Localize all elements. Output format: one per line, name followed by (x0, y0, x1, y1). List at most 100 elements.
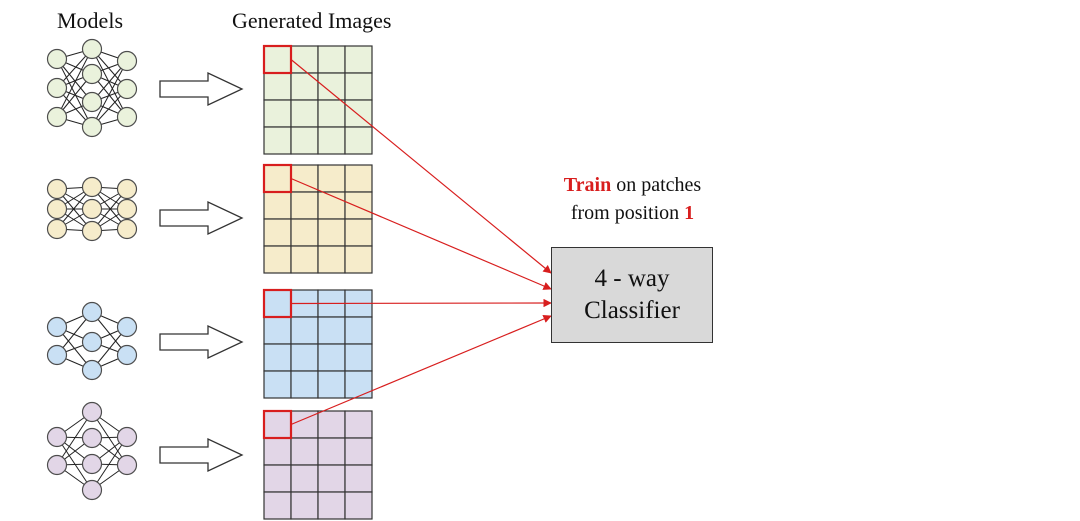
image-patch (263, 491, 292, 520)
model-network-1 (46, 38, 138, 138)
block-arrow-1 (159, 71, 244, 107)
network-node (46, 106, 68, 128)
network-node (46, 198, 68, 220)
network-node (46, 218, 68, 240)
image-patch (290, 99, 319, 128)
image-patch (344, 316, 373, 345)
caption-line-2: from position 1 (530, 200, 735, 226)
generated-image-grid-2 (262, 163, 373, 274)
image-patch (344, 343, 373, 372)
block-arrow-4 (159, 437, 244, 473)
model-network-2 (46, 176, 138, 242)
network-node (81, 401, 103, 423)
image-patch (263, 464, 292, 493)
models-title: Models (57, 8, 123, 33)
image-patch (263, 45, 292, 74)
network-node (81, 198, 103, 220)
image-patch (263, 316, 292, 345)
network-edge (56, 411, 93, 466)
image-patch (344, 191, 373, 220)
network-node (81, 453, 103, 475)
train-word: Train (563, 174, 612, 196)
image-patch (317, 218, 346, 247)
image-patch (344, 164, 373, 193)
image-patch (317, 316, 346, 345)
network-node (116, 78, 138, 100)
image-patch (263, 164, 292, 193)
image-patch (317, 45, 346, 74)
row-2 (46, 163, 373, 274)
network-node (81, 479, 103, 501)
image-patch (344, 45, 373, 74)
image-patch (290, 72, 319, 101)
network-node (46, 77, 68, 99)
model-network-4 (46, 401, 138, 501)
image-patch (344, 370, 373, 399)
image-patch (317, 99, 346, 128)
block-arrow-3 (159, 324, 244, 360)
row-3 (46, 288, 373, 399)
network-node (81, 91, 103, 113)
generated-image-grid-1 (262, 44, 373, 155)
network-edge (91, 436, 128, 491)
image-patch (344, 491, 373, 520)
image-patch (290, 245, 319, 274)
image-patch (317, 126, 346, 155)
network-node (46, 178, 68, 200)
image-patch (317, 191, 346, 220)
row-1 (46, 38, 373, 155)
network-edge (91, 48, 128, 118)
image-patch (344, 245, 373, 274)
image-patch (290, 191, 319, 220)
image-patch (263, 343, 292, 372)
network-node (116, 218, 138, 240)
image-patch (290, 343, 319, 372)
network-node (46, 344, 68, 366)
model-network-3 (46, 301, 138, 381)
network-node (46, 426, 68, 448)
network-edge (56, 58, 93, 128)
network-node (116, 106, 138, 128)
network-node (116, 426, 138, 448)
image-patch (317, 370, 346, 399)
image-patch (263, 218, 292, 247)
network-node (81, 63, 103, 85)
image-patch (290, 437, 319, 466)
image-patch (317, 245, 346, 274)
image-patch (317, 437, 346, 466)
network-node (116, 344, 138, 366)
image-patch (290, 45, 319, 74)
image-patch (263, 289, 292, 318)
image-patch (263, 191, 292, 220)
network-edge (56, 436, 93, 491)
network-edge (91, 60, 128, 128)
network-node (46, 316, 68, 338)
classifier-box: 4 - way Classifier (551, 247, 713, 343)
generated-image-grid-3 (262, 288, 373, 399)
network-node (116, 178, 138, 200)
image-patch (317, 164, 346, 193)
image-patch (317, 491, 346, 520)
generated-images-title: Generated Images (232, 8, 392, 33)
image-patch (263, 437, 292, 466)
network-node (81, 220, 103, 242)
image-patch (263, 72, 292, 101)
image-patch (263, 126, 292, 155)
image-patch (290, 464, 319, 493)
network-node (46, 454, 68, 476)
patch-connector-2 (290, 177, 552, 290)
network-node (116, 198, 138, 220)
patch-connector-3 (290, 298, 552, 308)
image-patch (344, 464, 373, 493)
network-edge (56, 48, 93, 118)
image-patch (344, 72, 373, 101)
image-patch (344, 437, 373, 466)
image-patch (344, 218, 373, 247)
network-node (81, 176, 103, 198)
network-edge (91, 411, 128, 466)
image-patch (290, 218, 319, 247)
from-position-text: from position (570, 202, 685, 224)
network-node (81, 427, 103, 449)
position-number: 1 (684, 202, 695, 224)
